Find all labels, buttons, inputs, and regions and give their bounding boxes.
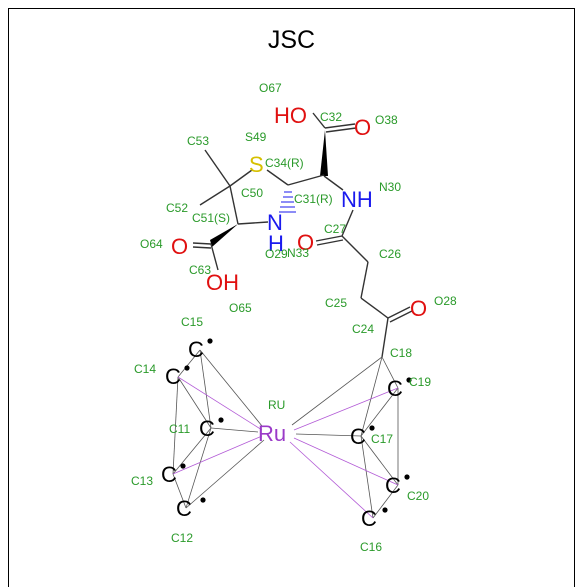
label-c19: C19 (409, 375, 431, 389)
diagram-frame (8, 8, 575, 587)
bond-c26-c25 (360, 261, 369, 299)
label-c50: C50 (241, 186, 263, 200)
bond-c50-c52 (199, 185, 231, 206)
atom-ho-top: HO (274, 103, 307, 128)
atom-c16: C (361, 506, 377, 531)
bond-c34-c31 (287, 174, 325, 186)
atom-nitrogen-mid: N (267, 210, 283, 235)
atom-c19: C (387, 376, 403, 401)
label-o67: O67 (259, 81, 282, 95)
label-c14: C14 (134, 362, 156, 376)
atom-labels: O67 C32 O38 C53 S49 C34(R) N30 C50 C31(R… (131, 81, 457, 554)
diagram-title: JSC (267, 26, 316, 54)
bond-c32-o38 (324, 123, 356, 129)
label-c20: C20 (407, 489, 429, 503)
atom-o-amide: O (297, 230, 314, 255)
atom-oh-left: OH (206, 270, 239, 295)
bond-lines (192, 112, 413, 358)
atom-symbols: HO O S NH N H O O OH O Ru C C C C C C C … (161, 103, 427, 531)
label-o64: O64 (140, 237, 163, 251)
label-ru: RU (268, 398, 285, 412)
hashed-bond-c34-n (279, 191, 296, 213)
wedge-c31-c32 (320, 130, 328, 176)
atom-c12: C (176, 496, 192, 521)
bond-c51-n (237, 221, 269, 225)
label-c34r: C34(R) (265, 156, 304, 170)
atom-ruthenium: Ru (258, 421, 286, 446)
wedge-c51-c63 (210, 224, 238, 247)
label-c12: C12 (171, 531, 193, 545)
bond-c24-o28-double (389, 310, 413, 323)
label-c27: C27 (324, 222, 346, 236)
bond-s-c34 (266, 169, 289, 186)
label-c51s: C51(S) (192, 211, 230, 225)
label-c31r: C31(R) (294, 192, 333, 206)
bond-c27-c26 (341, 235, 369, 263)
bond-c50-c51 (229, 185, 239, 225)
atom-c14: C (165, 364, 181, 389)
bond-c63-o64-double (192, 246, 212, 249)
radical-dots (180, 338, 412, 513)
bond-n30-c27 (341, 209, 354, 237)
label-c18: C18 (390, 346, 412, 360)
ruthenium-bonds (172, 349, 399, 519)
bond-s-c50 (229, 169, 253, 187)
label-c13: C13 (131, 474, 153, 488)
label-o29: O29 (265, 247, 288, 261)
atom-o-top: O (354, 115, 371, 140)
atom-sulfur: S (249, 152, 264, 177)
atom-c17: C (350, 424, 366, 449)
bond-c31-n30 (323, 175, 344, 191)
label-n33: N33 (287, 246, 309, 260)
bond-c24-c18 (381, 317, 389, 358)
label-c52: C52 (166, 201, 188, 215)
atom-hydrogen-mid: H (268, 231, 284, 256)
atom-o-keto: O (410, 296, 427, 321)
label-o65: O65 (229, 301, 252, 315)
cp-ring-bonds (172, 349, 399, 519)
atom-c11: C (199, 416, 215, 441)
label-c32: C32 (320, 110, 342, 124)
bond-c25-c24 (360, 297, 389, 319)
bond-c32-oh (312, 112, 326, 129)
label-c63: C63 (189, 263, 211, 277)
label-c16: C16 (360, 540, 382, 554)
label-c26: C26 (379, 247, 401, 261)
bond-c63-oh (210, 243, 219, 271)
atom-c20: C (385, 473, 401, 498)
label-n30: N30 (379, 180, 401, 194)
label-c53: C53 (187, 134, 209, 148)
label-o28: O28 (434, 294, 457, 308)
bond-c27-o29-double (316, 239, 344, 246)
label-o38: O38 (375, 113, 398, 127)
label-s49: S49 (245, 130, 267, 144)
bond-c27-o29 (315, 235, 343, 242)
atom-o-left: O (171, 234, 188, 259)
atom-c15: C (188, 337, 204, 362)
label-c11: C11 (169, 422, 190, 436)
label-c17: C17 (371, 432, 393, 446)
bond-c63-o64 (192, 242, 212, 245)
atom-nh-right: NH (341, 187, 373, 212)
bond-c32-o38-double (325, 127, 357, 133)
label-c24: C24 (352, 322, 374, 336)
label-c15: C15 (181, 315, 203, 329)
atom-c13: C (161, 462, 177, 487)
bond-c50-c53 (204, 149, 231, 187)
bond-c24-o28 (387, 306, 411, 319)
label-c25: C25 (325, 296, 347, 310)
